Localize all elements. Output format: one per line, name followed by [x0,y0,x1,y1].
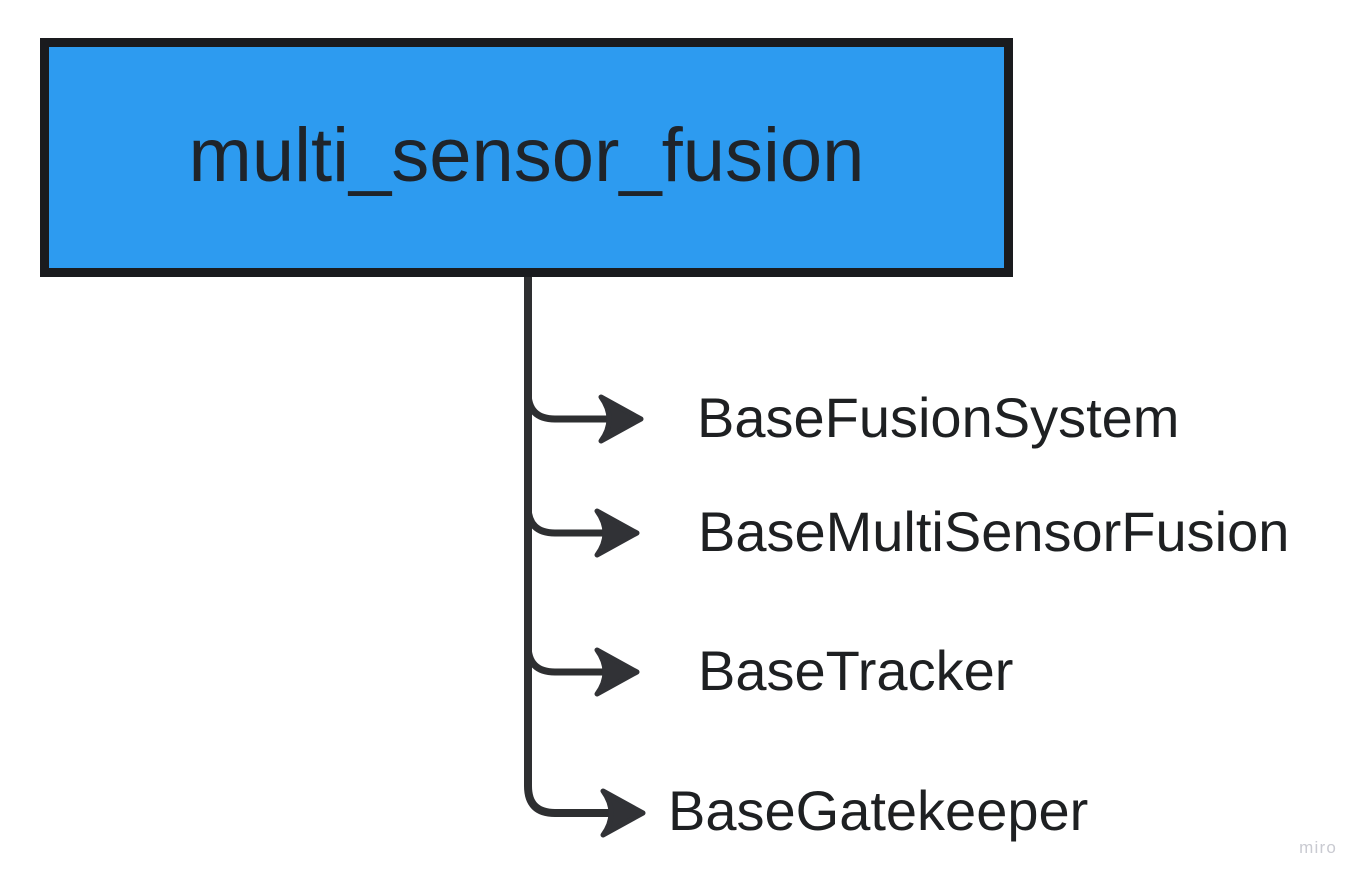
branch-edge-2 [524,505,610,537]
branch-edge-3 [524,644,610,676]
arrowhead-icon-1 [598,394,644,444]
child-node-base-fusion-system[interactable]: BaseFusionSystem [697,385,1180,449]
trunk-edge [524,277,616,817]
arrowhead-icon-4 [600,788,646,838]
child-node-base-multi-sensor-fusion[interactable]: BaseMultiSensorFusion [698,499,1290,563]
child-node-base-tracker[interactable]: BaseTracker [698,638,1014,702]
branch-edge-1 [524,391,614,423]
child-node-base-gatekeeper[interactable]: BaseGatekeeper [668,778,1089,842]
root-node-label: multi_sensor_fusion [188,112,865,198]
arrowhead-icon-3 [594,647,640,697]
root-node-multi-sensor-fusion[interactable]: multi_sensor_fusion [40,38,1013,277]
arrowhead-icon-2 [594,508,640,558]
miro-watermark: miro [1299,838,1337,857]
